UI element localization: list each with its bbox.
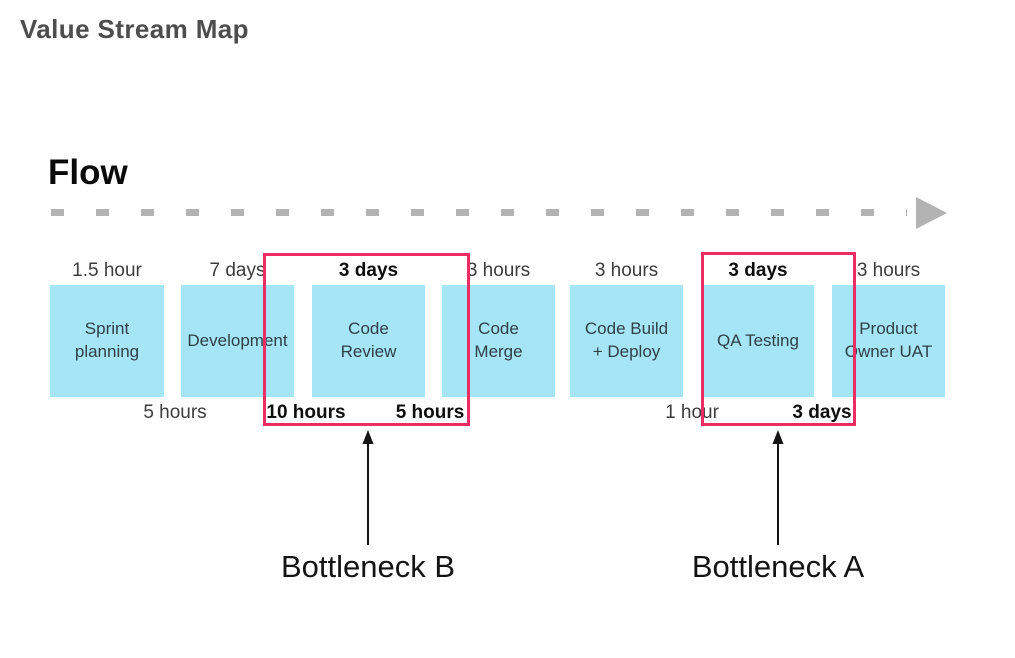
stage-box-product-owner-uat: Product Owner UAT xyxy=(832,285,945,397)
stage-box-development: Development xyxy=(181,285,294,397)
bottleneck-a-outline xyxy=(701,252,856,426)
stage-box-sprint-planning: Sprint planning xyxy=(50,285,164,397)
flow-arrowhead-icon xyxy=(916,197,947,229)
bottleneck-b-arrow-icon xyxy=(362,430,374,545)
page-title: Value Stream Map xyxy=(20,14,249,44)
stage-box-code-review: Code Review xyxy=(312,285,425,397)
process-time-label: 1.5 hour xyxy=(72,260,142,281)
wait-time-label: 5 hours xyxy=(143,402,207,423)
bottleneck-a-arrow-icon xyxy=(772,430,784,545)
wait-time-label: 3 days xyxy=(792,402,852,423)
wait-time-label: 1 hour xyxy=(665,402,719,423)
process-time-label: 3 days xyxy=(728,260,788,281)
process-time-label: 3 hours xyxy=(594,260,659,281)
process-time-label: 3 days xyxy=(338,260,399,281)
flow-dashed-line xyxy=(51,209,907,216)
bottleneck-b-label: Bottleneck B xyxy=(280,549,456,584)
stage-box-code-merge: Code Merge xyxy=(442,285,555,397)
process-time-label: 3 hours xyxy=(466,260,531,281)
flow-heading: Flow xyxy=(48,153,128,192)
bottleneck-a-label: Bottleneck A xyxy=(691,549,865,584)
process-time-label: 7 days xyxy=(209,260,266,281)
wait-time-label: 10 hours xyxy=(266,402,346,423)
bottleneck-b-outline xyxy=(263,253,470,426)
process-time-label: 3 hours xyxy=(856,260,921,281)
stage-box-qa-testing: QA Testing xyxy=(702,285,814,397)
stage-box-code-build-deploy: Code Build + Deploy xyxy=(570,285,683,397)
wait-time-label: 5 hours xyxy=(395,402,465,423)
